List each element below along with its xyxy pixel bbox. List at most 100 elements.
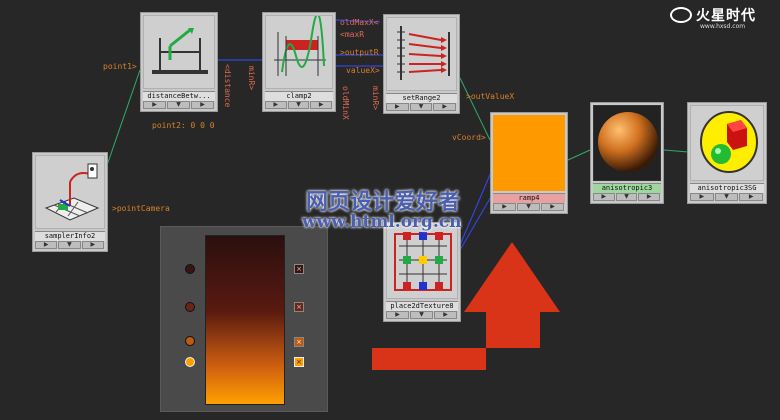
place2d-thumbnail — [386, 225, 458, 299]
anisotropic-label: anisotropic3 — [593, 183, 661, 193]
ramp-gradient-bar[interactable] — [205, 235, 285, 405]
port-right-icon[interactable]: ▶ — [310, 101, 333, 109]
port-right-icon[interactable]: ▶ — [434, 311, 457, 319]
setRange-label: setRange2 — [386, 93, 457, 103]
setRange-node[interactable]: setRange2 ▶▼▶ — [383, 14, 460, 114]
clamp-thumbnail — [265, 15, 333, 89]
place2d-ports: ▶▼▶ — [386, 311, 458, 319]
anisotropic-sphere-icon — [598, 112, 658, 172]
port-left-icon[interactable]: ▶ — [493, 203, 516, 211]
ramp-editor-panel: × × × × — [160, 226, 328, 412]
anisotropicSG-label: anisotropic3SG — [690, 183, 764, 193]
place2d-texture-icon — [394, 232, 452, 291]
port-left-icon[interactable]: ▶ — [690, 193, 714, 201]
distance-attr: <distance — [223, 64, 232, 108]
port-down-icon[interactable]: ▼ — [517, 203, 540, 211]
port-left-icon[interactable]: ▶ — [386, 311, 409, 319]
samplerInfo-thumbnail — [35, 155, 105, 229]
watermark-line2: www.html.org.cn — [302, 212, 462, 232]
distance-thumbnail — [143, 15, 215, 89]
delete-handle-4-icon[interactable]: × — [294, 357, 304, 367]
anisotropic-ports: ▶▼▶ — [593, 193, 661, 201]
samplerInfo-node[interactable]: samplerInfo2 ▶▼▶ — [32, 152, 108, 252]
clamp-icon — [274, 16, 326, 76]
port-right-icon[interactable]: ▶ — [191, 101, 214, 109]
color-handle-4[interactable] — [185, 357, 195, 367]
logo-url: www.hxsd.com — [700, 23, 746, 30]
setRange-ports: ▶▼▶ — [386, 103, 457, 111]
port-left-icon[interactable]: ▶ — [265, 101, 287, 109]
outputR-attr: >outputR — [340, 48, 379, 57]
delete-handle-1-icon[interactable]: × — [294, 264, 304, 274]
port-left-icon[interactable]: ▶ — [143, 101, 166, 109]
oldMaxX-attr: oldMaxX< — [340, 18, 379, 27]
anisotropic-node[interactable]: anisotropic3 ▶▼▶ — [590, 102, 664, 204]
valueX-attr: valueX> — [346, 66, 380, 75]
minR-out-attr: minR> — [371, 86, 380, 111]
clamp-label: clamp2 — [265, 91, 333, 101]
connection-line — [459, 169, 493, 246]
ramp-ports: ▶▼▶ — [493, 203, 565, 211]
port-right-icon[interactable]: ▶ — [433, 103, 457, 111]
sampler-info-icon — [44, 163, 100, 221]
watermark-line1: 网页设计爱好者 — [306, 189, 461, 215]
connection-line — [663, 149, 689, 153]
delete-handle-3-icon[interactable]: × — [294, 337, 304, 347]
samplerInfo-ports: ▶▼▶ — [35, 241, 105, 249]
set-range-icon — [397, 26, 450, 80]
port-down-icon[interactable]: ▼ — [167, 101, 190, 109]
anisotropic-thumbnail — [593, 105, 661, 181]
outValueX-attr: >outValueX — [466, 92, 515, 101]
ramp-label: ramp4 — [493, 193, 565, 203]
logo-text: 火星时代 — [696, 8, 756, 24]
connection-line — [567, 149, 591, 161]
setRange-thumbnail — [386, 17, 457, 91]
pointCamera-attr: >pointCamera — [112, 204, 170, 213]
distance-between-icon — [152, 28, 208, 74]
delete-handle-2-icon[interactable]: × — [294, 302, 304, 312]
point1-attr: point1> — [103, 62, 137, 71]
port-right-icon[interactable]: ▶ — [638, 193, 661, 201]
oldMinX-attr: oldMinX — [341, 86, 350, 120]
port-left-icon[interactable]: ▶ — [386, 103, 409, 111]
point2-value: point2: 0 0 0 — [152, 121, 215, 130]
port-down-icon[interactable]: ▼ — [714, 193, 739, 201]
connection-line — [459, 77, 491, 141]
clamp-node[interactable]: clamp2 ▶▼▶ — [262, 12, 336, 112]
logo: 火星时代 www.hxsd.com — [670, 5, 774, 31]
port-right-icon[interactable]: ▶ — [739, 193, 764, 201]
port-left-icon[interactable]: ▶ — [35, 241, 58, 249]
samplerInfo-label: samplerInfo2 — [35, 231, 105, 241]
ramp-swatch — [493, 115, 565, 191]
minR-attr: minR> — [247, 66, 256, 91]
port-down-icon[interactable]: ▼ — [58, 241, 81, 249]
color-handle-1[interactable] — [185, 264, 195, 274]
port-right-icon[interactable]: ▶ — [81, 241, 104, 249]
port-down-icon[interactable]: ▼ — [615, 193, 638, 201]
port-down-icon[interactable]: ▼ — [287, 101, 310, 109]
shading-group-icon — [700, 111, 758, 173]
color-handle-2[interactable] — [185, 302, 195, 312]
port-right-icon[interactable]: ▶ — [541, 203, 564, 211]
distance-node[interactable]: distanceBetw... ▶▼▶ — [140, 12, 218, 112]
clamp-ports: ▶▼▶ — [265, 101, 333, 109]
distance-label: distanceBetw... — [143, 91, 215, 101]
ramp-node[interactable]: ramp4 ▶▼▶ — [490, 112, 568, 214]
anisotropicSG-ports: ▶▼▶ — [690, 193, 764, 201]
port-down-icon[interactable]: ▼ — [409, 103, 433, 111]
distance-ports: ▶▼▶ — [143, 101, 215, 109]
vCoord-attr: vCoord> — [452, 133, 486, 142]
logo-mark-icon — [670, 7, 692, 23]
anisotropicSG-thumbnail — [690, 105, 764, 181]
port-left-icon[interactable]: ▶ — [593, 193, 615, 201]
maxR-attr: <maxR — [340, 30, 365, 39]
connection-line — [459, 194, 493, 251]
connection-line — [335, 19, 381, 23]
red-arrow-shape — [372, 242, 560, 370]
place2d-label: place2dTexture8 — [386, 301, 458, 311]
color-handle-3[interactable] — [185, 336, 195, 346]
place2d-node[interactable]: place2dTexture8 ▶▼▶ — [383, 222, 461, 322]
anisotropicSG-node[interactable]: anisotropic3SG ▶▼▶ — [687, 102, 767, 204]
port-down-icon[interactable]: ▼ — [410, 311, 433, 319]
